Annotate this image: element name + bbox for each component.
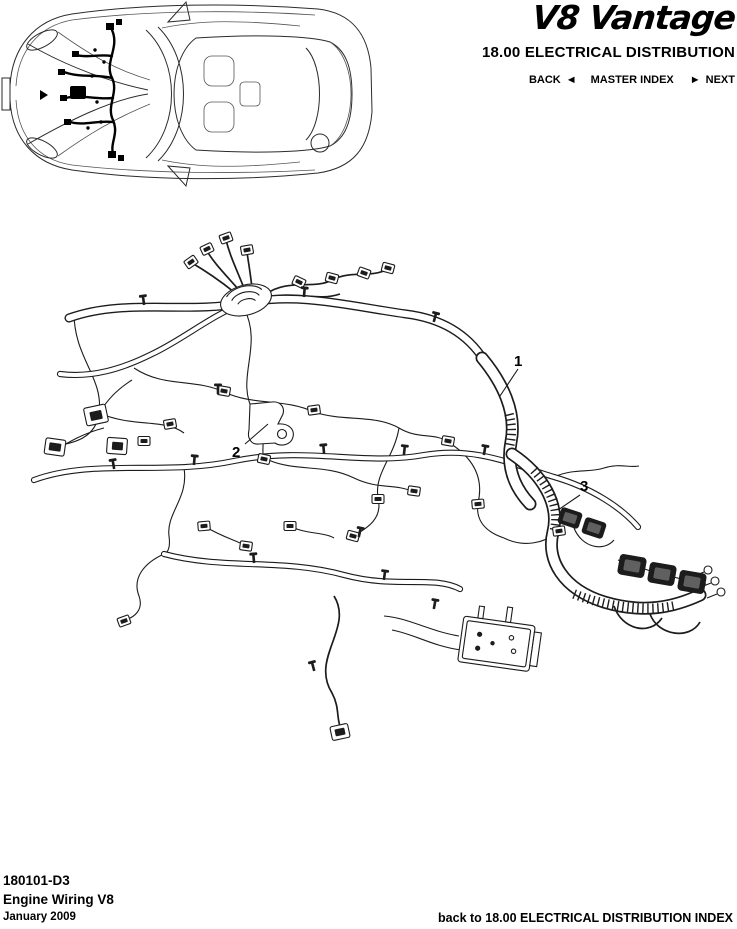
bulkhead-grommet <box>220 283 272 317</box>
main-loom-tubes <box>30 294 707 635</box>
page-navigation: BACK ◄ MASTER INDEX ► NEXT <box>482 74 735 86</box>
master-index-label: MASTER INDEX <box>590 73 674 86</box>
coil-connector-rail <box>557 506 726 599</box>
next-arrow-icon: ► <box>689 73 701 86</box>
vehicle-top-view-illustration <box>1 0 373 188</box>
relay-module-box <box>457 605 543 672</box>
document-date: January 2009 <box>3 911 76 923</box>
engine-harness-illustration: 1 2 3 <box>30 231 726 741</box>
master-index-link[interactable]: MASTER INDEX <box>591 74 674 86</box>
callout-3: 3 <box>557 478 588 511</box>
document-info: 180101-D3 Engine Wiring V8 January 2009 <box>3 874 114 924</box>
section-title: 18.00 ELECTRICAL DISTRIBUTION <box>481 43 735 61</box>
branch-wires <box>55 239 640 730</box>
svg-text:1: 1 <box>514 353 522 370</box>
main-harness-trunk-part-1 <box>475 351 537 511</box>
back-label: BACK <box>528 73 561 86</box>
svg-text:3: 3 <box>580 478 588 495</box>
next-label: NEXT <box>705 73 735 86</box>
back-link[interactable]: BACK ◄ <box>529 74 577 86</box>
back-arrow-icon: ◄ <box>565 73 577 86</box>
document-number: 180101-D3 <box>3 873 70 888</box>
harness-bracket-part-2 <box>247 401 294 446</box>
document-title: Engine Wiring V8 <box>3 891 114 907</box>
bottom-drop-connector <box>329 723 351 741</box>
harness-connectors <box>43 231 567 741</box>
left-mirror <box>166 0 191 23</box>
svg-text:2: 2 <box>232 444 240 461</box>
next-link[interactable]: ► NEXT <box>690 74 735 86</box>
callout-1: 1 <box>499 353 522 397</box>
ring-terminals <box>693 565 726 599</box>
page-header: V8 Vantage 18.00 ELECTRICAL DISTRIBUTION… <box>481 0 737 86</box>
v8-vantage-logo: V8 Vantage <box>530 0 737 37</box>
corrugated-tube-part-3 <box>505 447 707 615</box>
right-mirror <box>166 165 191 188</box>
car-body-outline <box>1 0 373 188</box>
back-to-index-link[interactable]: back to 18.00 ELECTRICAL DISTRIBUTION IN… <box>438 911 733 925</box>
callout-2: 2 <box>232 423 269 461</box>
engine-harness-highlight <box>58 19 124 161</box>
